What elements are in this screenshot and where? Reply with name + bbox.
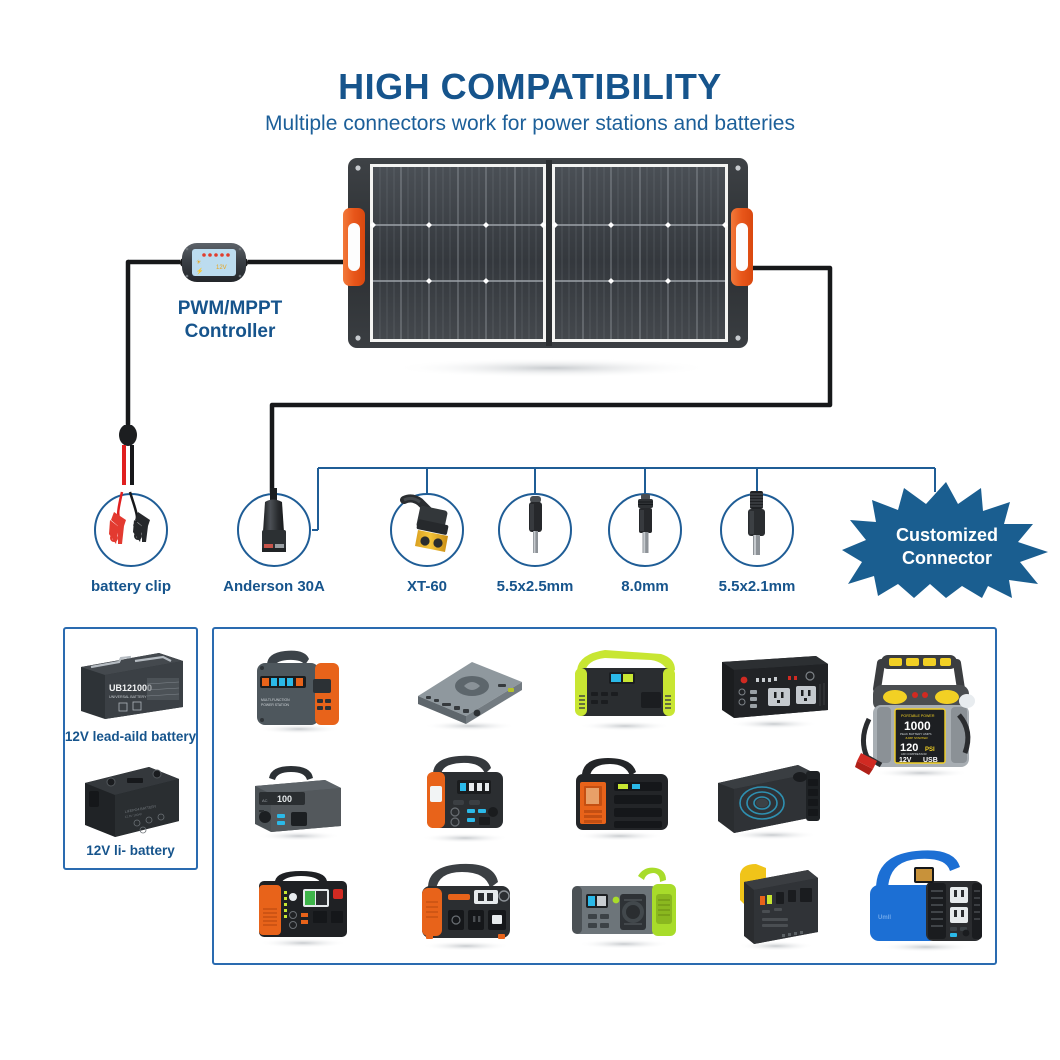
connector-label-dc-5525: 5.5x2.5mm [496, 578, 574, 595]
svg-text:AIR COMPRESSOR: AIR COMPRESSOR [901, 752, 927, 756]
svg-text:12V: 12V [899, 757, 912, 764]
svg-text:12.8V 100Ah: 12.8V 100Ah [124, 812, 142, 819]
controller-label: PWM/MPPT Controller [150, 297, 310, 343]
product-grey-compact-power-station: 100 AC [255, 766, 341, 840]
lead-acid-battery-image: UB121000 UNIVERSAL BATTERY [81, 653, 183, 719]
page-title: HIGH COMPATIBILITY [338, 66, 722, 107]
svg-text:LIFEPO4 BATTERY: LIFEPO4 BATTERY [124, 804, 157, 814]
connector-label-dc-5521: 5.5x2.1mm [718, 578, 796, 595]
connector-label-battery-clip: battery clip [90, 578, 172, 595]
customized-connector-text: Customized Connector [842, 524, 1052, 570]
svg-text:PSI: PSI [925, 747, 935, 753]
svg-text:PORTABLE POWER: PORTABLE POWER [901, 714, 935, 718]
lithium-battery-image: LIFEPO4 BATTERY 12.8V 100Ah [85, 767, 179, 837]
product-orange-grey-power-station: MULTI-FUNCTION POWER STATION [257, 650, 341, 734]
svg-text:1000: 1000 [904, 719, 931, 733]
controller-label-line1: PWM/MPPT [177, 298, 283, 319]
dc-threaded-plug-icon [748, 491, 765, 555]
connector-circle-battery-clip[interactable] [94, 493, 168, 567]
alligator-clips-icon [109, 491, 150, 544]
product-wireless-charger-station [718, 765, 820, 840]
product-slim-silver-power-bank [418, 662, 522, 731]
cable-splitter [119, 425, 137, 485]
svg-text:USB: USB [923, 757, 938, 764]
customized-line1: Customized [895, 525, 998, 545]
svg-text:MULTI-FUNCTION: MULTI-FUNCTION [261, 698, 290, 702]
xt60-plug-icon [400, 494, 449, 552]
connector-label-dc-80: 8.0mm [621, 578, 669, 595]
connector-label-xt-60: XT-60 [406, 578, 448, 595]
connector-label-anderson-30a: Anderson 30A [223, 578, 325, 595]
product-orange-handle-power-station [422, 863, 510, 950]
svg-text:UNIVERSAL BATTERY: UNIVERSAL BATTERY [109, 695, 147, 699]
customized-connector-badge[interactable] [842, 480, 1052, 600]
product-green-grey-power-station [572, 867, 676, 948]
product-black-orange-power-box [259, 871, 347, 947]
svg-text:UB121000: UB121000 [109, 683, 152, 693]
svg-text:120: 120 [900, 742, 918, 754]
product-yellow-jump-starter: PORTABLE POWER 1000 PEAK BATTERY AMPS JU… [855, 655, 975, 778]
solar-panel-graphic [343, 158, 753, 378]
svg-text:JUMP STARTER: JUMP STARTER [905, 736, 929, 740]
svg-text:AC: AC [262, 798, 268, 803]
anderson-plug-icon [262, 488, 286, 552]
page-subtitle: Multiple connectors work for power stati… [265, 112, 795, 135]
product-yellow-tab-battery-pack [738, 864, 818, 950]
svg-text:PEAK BATTERY AMPS: PEAK BATTERY AMPS [900, 732, 932, 736]
product-blue-portable-generator: Umll [870, 850, 982, 952]
battery-caption-lead-acid: 12V lead-aild battery [64, 729, 197, 744]
product-black-wall-inverter-box [722, 656, 828, 729]
product-orange-black-power-station [421, 755, 509, 842]
dc-barrel-jack-icon [529, 496, 542, 553]
customized-line2: Connector [902, 548, 992, 568]
svg-text:100: 100 [277, 794, 292, 804]
svg-text:12V: 12V [216, 265, 227, 271]
dc-barrel-plug-icon [638, 494, 653, 553]
svg-text:⚡: ⚡ [196, 267, 203, 275]
product-green-black-power-station [575, 650, 675, 731]
pwm-mppt-controller-device: ☀ ⚡ 12V [180, 243, 248, 282]
svg-text:Umll: Umll [878, 915, 891, 921]
svg-text:POWER STATION: POWER STATION [261, 703, 289, 707]
product-orange-ribbed-power-station [576, 758, 668, 840]
svg-text:☀: ☀ [196, 259, 201, 266]
battery-caption-lithium: 12V li- battery [86, 843, 175, 858]
controller-label-line2: Controller [184, 321, 276, 342]
